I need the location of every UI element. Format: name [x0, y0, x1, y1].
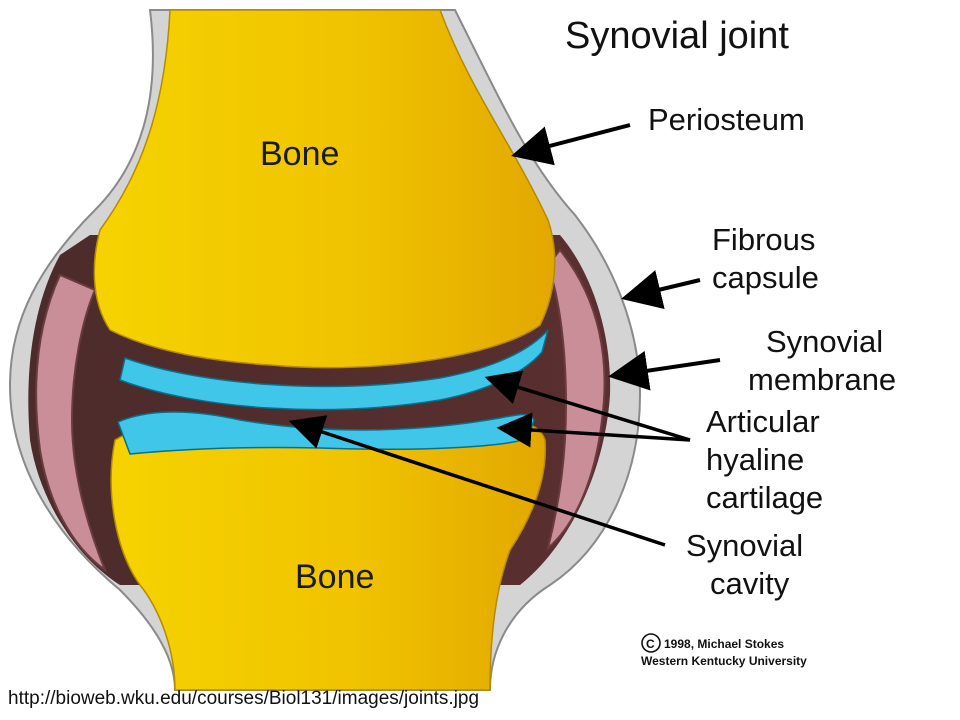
- synovial-membrane-left: [35, 273, 108, 573]
- label-cartilage-line2: hyaline: [706, 442, 804, 477]
- copyright-symbol: C: [646, 637, 655, 651]
- arrow-cartilage-lower: [496, 412, 691, 448]
- arrow-periosteum: [511, 123, 631, 166]
- label-membrane-line1: Synovial: [766, 324, 883, 359]
- label-cavity-line1: Synovial: [686, 528, 803, 563]
- label-fibrous-line1: Fibrous: [712, 222, 815, 257]
- upper-articular-cartilage: [119, 329, 549, 411]
- label-cartilage-line3: cartilage: [706, 480, 823, 515]
- diagram-title: Synovial joint: [565, 15, 789, 57]
- arrow-synovial-cavity: [288, 415, 666, 547]
- upper-bone: [93, 9, 556, 369]
- lower-bone: [110, 421, 547, 691]
- credit-line1: 1998, Michael Stokes: [664, 637, 784, 651]
- label-membrane-line2: membrane: [748, 362, 896, 397]
- label-fibrous-line2: capsule: [712, 260, 819, 295]
- synovial-membrane-right: [546, 248, 606, 551]
- label-cartilage-line1: Articular: [706, 404, 820, 439]
- credit-line2: Western Kentucky University: [641, 654, 807, 668]
- source-url-caption: http://bioweb.wku.edu/courses/Biol131/im…: [8, 688, 480, 709]
- arrow-synovial-membrane: [608, 350, 721, 391]
- copyright-icon: [641, 633, 661, 653]
- label-cavity-line2: cavity: [710, 566, 790, 601]
- bone-label-top: Bone: [260, 135, 339, 173]
- arrow-fibrous-capsule: [621, 270, 701, 310]
- arrow-cartilage-upper: [484, 370, 691, 442]
- label-periosteum: Periosteum: [648, 102, 805, 137]
- bone-label-bottom: Bone: [295, 558, 374, 596]
